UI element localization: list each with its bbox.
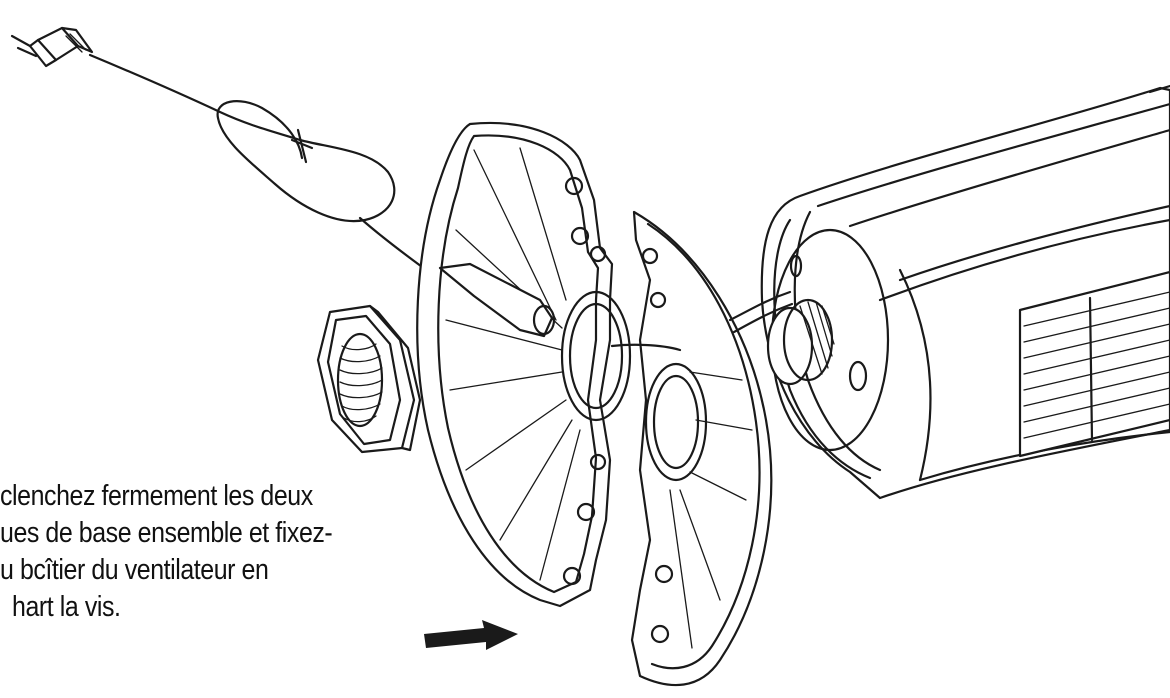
caption-line: clenchez fermement les deux xyxy=(0,480,313,512)
caption-line: ues de base ensemble et fixez- xyxy=(0,517,333,549)
power-plug xyxy=(10,26,94,68)
rear-base-plate xyxy=(416,121,632,608)
assembly-instruction-caption: clenchez fermement les deux ues de base … xyxy=(0,478,370,626)
lock-nut xyxy=(316,304,422,454)
caption-line: u bcîtier du ventilateur en xyxy=(0,554,269,586)
caption-line: hart la vis. xyxy=(12,591,121,623)
direction-arrow xyxy=(424,620,518,650)
front-base-plate xyxy=(610,210,773,687)
fan-housing xyxy=(728,84,1170,500)
